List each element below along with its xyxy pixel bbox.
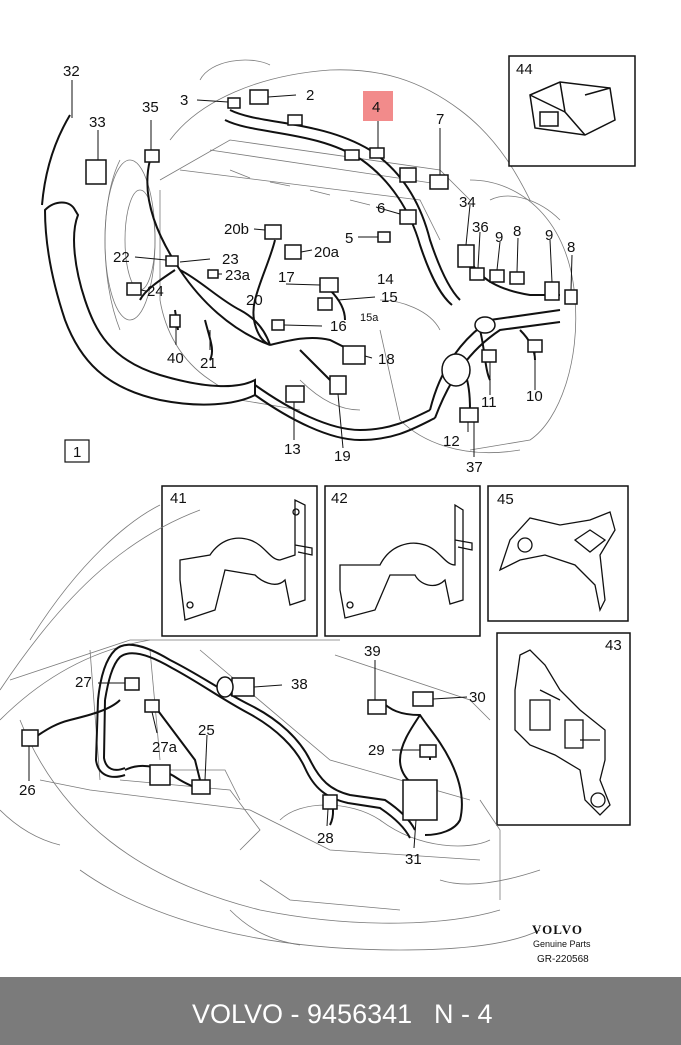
upper-connectors: [85, 89, 578, 423]
label-13: 13: [284, 441, 301, 458]
label-15: 15: [381, 289, 398, 306]
inset-41-label: 41: [170, 490, 187, 507]
label-29: 29: [368, 742, 385, 759]
genuine-parts-caption: Genuine Parts: [533, 939, 591, 949]
label-3: 3: [180, 92, 188, 109]
wiring-harness-diagram: 32 33 35 3 2 4 7 34 36 9 8 9 8 6 5 20b 2…: [0, 55, 636, 965]
label-19: 19: [334, 448, 351, 465]
inset-42: 42: [324, 485, 481, 637]
inset-44-label: 44: [516, 61, 533, 78]
inset-43-label: 43: [605, 637, 622, 654]
lower-labels: 27 38 39 30 27a 25 29 26 28 31: [19, 643, 486, 868]
label-20: 20: [246, 292, 263, 309]
label-24: 24: [147, 283, 164, 300]
lower-harness: [29, 643, 463, 839]
reference-code: GR-220568: [537, 954, 589, 965]
label-25: 25: [198, 722, 215, 739]
label-10: 10: [526, 388, 543, 405]
label-32: 32: [63, 63, 80, 80]
highlight-box-4: [363, 91, 393, 121]
volvo-logo: VOLVO: [532, 922, 583, 937]
label-1: 1: [73, 444, 81, 461]
upper-leaders: [71, 80, 573, 457]
lower-leaders: [28, 660, 468, 849]
label-23: 23: [222, 251, 239, 268]
label-6: 6: [377, 200, 385, 217]
label-9a: 9: [495, 229, 503, 246]
label-20b: 20b: [224, 221, 249, 238]
label-21: 21: [200, 355, 217, 372]
label-4: 4: [372, 99, 380, 116]
label-7: 7: [436, 111, 444, 128]
volvo-branding: VOLVO Genuine Parts GR-220568: [532, 922, 591, 965]
inset-42-label: 42: [331, 490, 348, 507]
label-9b: 9: [545, 227, 553, 244]
label-8a: 8: [513, 223, 521, 240]
label-2: 2: [306, 87, 314, 104]
inset-44: 44: [508, 55, 636, 167]
label-36: 36: [472, 219, 489, 236]
label-39: 39: [364, 643, 381, 660]
upper-labels: 32 33 35 3 2 4 7 34 36 9 8 9 8 6 5 20b 2…: [63, 63, 575, 476]
label-27a: 27a: [152, 739, 178, 756]
label-33: 33: [89, 114, 106, 131]
label-18: 18: [378, 351, 395, 368]
label-15a: 15a: [360, 312, 379, 324]
footer-bar: VOLVO - 9456341 N - 4: [0, 977, 681, 1045]
label-23a: 23a: [225, 267, 251, 284]
label-16: 16: [330, 318, 347, 335]
inset-45: 45: [487, 485, 629, 622]
label-27: 27: [75, 674, 92, 691]
label-30: 30: [469, 689, 486, 706]
engine-outline: [104, 59, 577, 454]
part-number: VOLVO - 9456341: [192, 999, 413, 1029]
inset-43: 43: [496, 632, 631, 826]
label-37: 37: [466, 459, 483, 476]
inset-45-label: 45: [497, 491, 514, 508]
label-38: 38: [291, 676, 308, 693]
inset-41: 41: [161, 485, 318, 637]
label-40: 40: [167, 350, 184, 367]
lower-connectors: [21, 676, 438, 821]
label-12: 12: [443, 433, 460, 450]
label-31: 31: [405, 851, 422, 868]
label-35: 35: [142, 99, 159, 116]
label-22: 22: [113, 249, 130, 266]
label-8b: 8: [567, 239, 575, 256]
label-26: 26: [19, 782, 36, 799]
label-14: 14: [377, 271, 394, 288]
section-code: N - 4: [434, 999, 493, 1029]
label-20a: 20a: [314, 244, 340, 261]
label-17: 17: [278, 269, 295, 286]
label-5: 5: [345, 230, 353, 247]
label-28: 28: [317, 830, 334, 847]
figure-number-box: [64, 439, 90, 463]
label-11: 11: [481, 394, 497, 411]
label-34: 34: [459, 194, 476, 211]
